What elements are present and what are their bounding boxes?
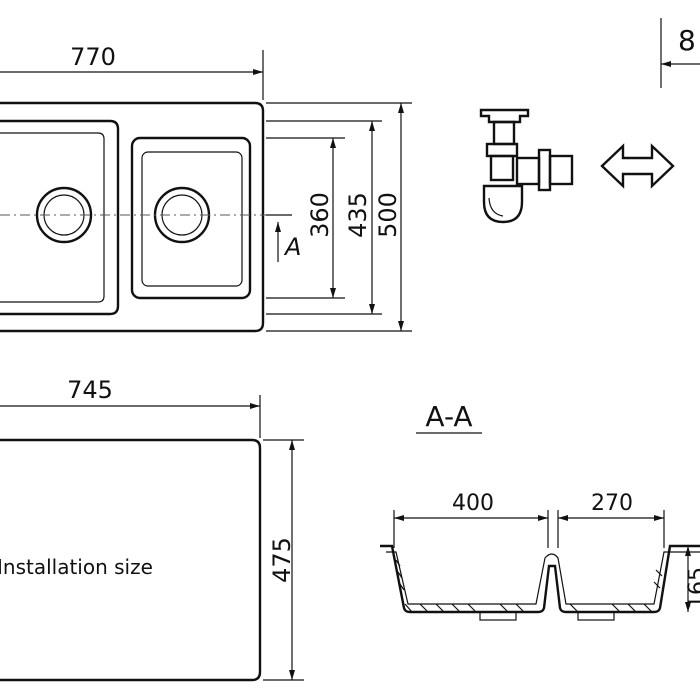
section-profile-outer (380, 544, 700, 614)
corner-label: 8 (678, 24, 696, 57)
right-drain-outlet (577, 611, 615, 621)
section-title: A-A (425, 400, 472, 433)
dim-435-label: 435 (344, 192, 372, 238)
right-bowl-inner (141, 151, 243, 287)
installation-outline (0, 438, 262, 682)
dim-770-label: 770 (70, 43, 116, 71)
section-marker-label: A (283, 233, 301, 261)
corner-dimension: 8 (660, 18, 700, 88)
dim-500-label: 500 (374, 192, 402, 238)
left-bowl-outer (0, 119, 120, 316)
right-bowl-outer (130, 136, 252, 300)
installation-caption: Installation size (0, 555, 153, 579)
section-view: A-A 400 270 165 (380, 400, 700, 621)
sink-outline (0, 101, 265, 333)
dim-270-label: 270 (591, 491, 633, 516)
dim-360-label: 360 (306, 192, 334, 238)
dim-475-label: 475 (268, 537, 296, 583)
section-profile-inner (386, 551, 700, 605)
installation-view: 745 475 Installation size (0, 376, 304, 682)
left-drain (35, 186, 93, 244)
dim-745-label: 745 (67, 376, 113, 404)
dim-400-label: 400 (452, 491, 494, 516)
top-view: 770 360 435 500 A (0, 43, 412, 333)
left-drain-outlet (479, 611, 517, 621)
section-hatch (395, 559, 663, 613)
siphon-fitting-icon (479, 108, 574, 224)
dim-165-label: 165 (685, 567, 700, 609)
left-bowl-inner (0, 132, 105, 303)
double-arrow-icon (600, 143, 675, 189)
